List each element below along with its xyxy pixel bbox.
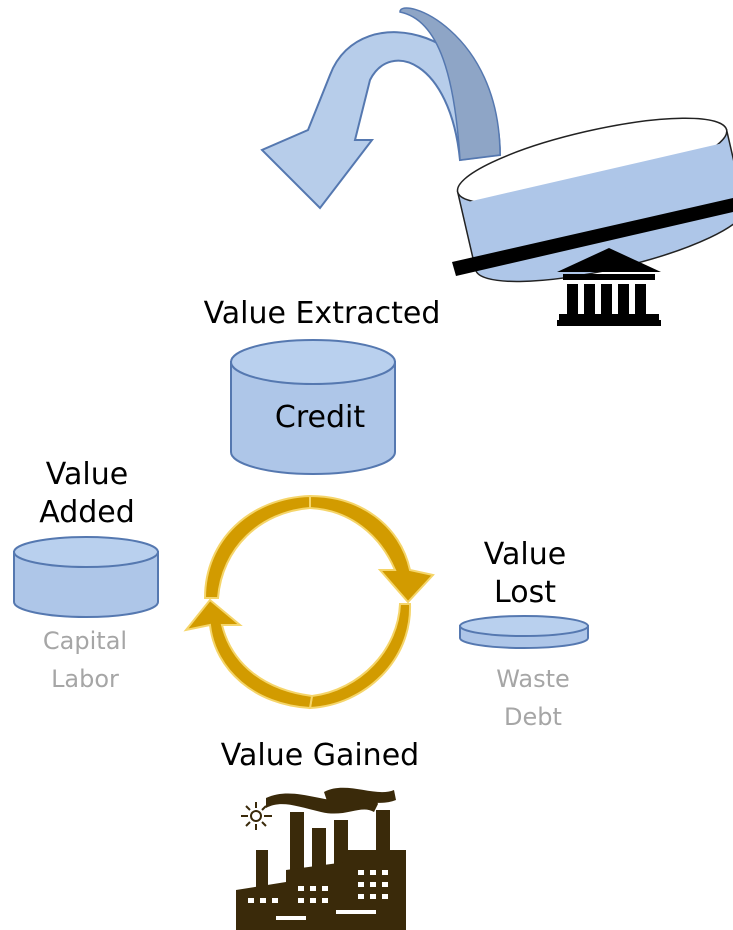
bank-icon [557,248,661,326]
waste-text: Waste [496,665,570,693]
value-added-line-1: Value [45,457,129,492]
value-extracted-label: Value Extracted [203,296,441,331]
slanted-plank [452,198,733,276]
labor-text: Labor [51,665,119,693]
lost-items-list: Waste Debt [468,660,598,736]
tilted-bucket [456,117,733,283]
value-lost-line-1: Value [483,537,567,572]
credit-cylinder [230,339,396,475]
cycle-arrow-right [308,494,435,710]
value-lost-cylinder [459,615,589,649]
value-lost-label: Value Lost [470,536,580,612]
value-added-cylinder [13,536,159,618]
value-gained-label: Value Gained [220,738,420,773]
factory-icon [236,787,406,930]
value-lost-line-2: Lost [494,575,556,610]
extraction-arrow [260,7,502,210]
debt-text: Debt [504,703,562,731]
cycle-arrow-left [183,494,314,710]
value-added-label: Value Added [28,456,146,532]
added-items-list: Capital Labor [20,622,150,698]
value-added-line-2: Added [39,495,135,530]
capital-text: Capital [42,627,128,655]
credit-label: Credit [274,400,366,435]
